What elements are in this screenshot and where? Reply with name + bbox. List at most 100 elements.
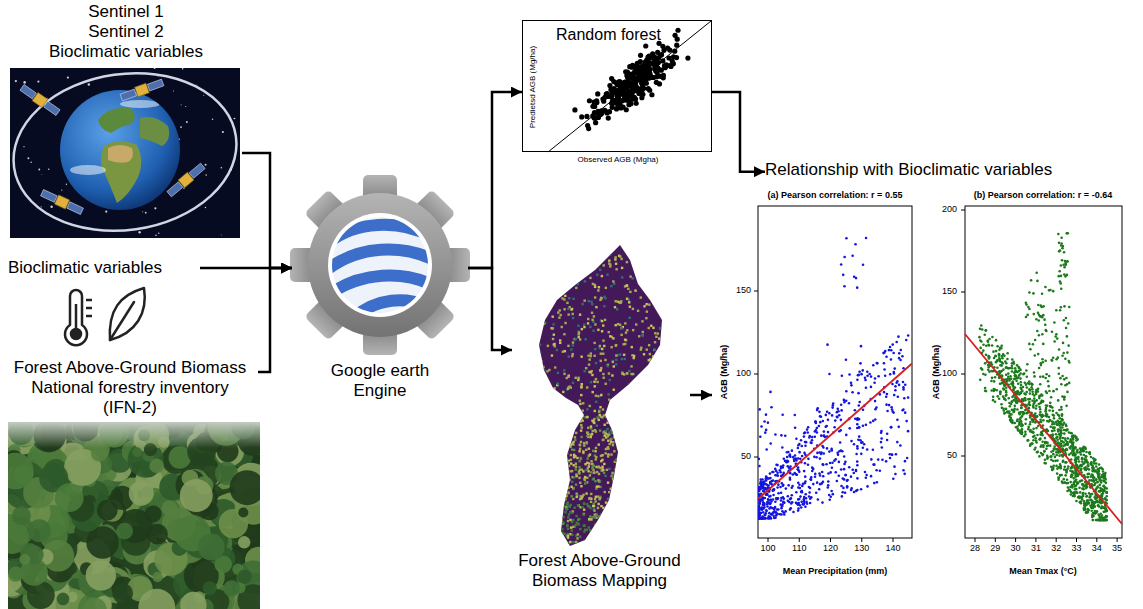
map-pixels <box>582 506 584 508</box>
map-pixels <box>596 522 598 524</box>
star-field <box>154 68 156 69</box>
map-pixels <box>597 329 599 331</box>
map-pixels <box>545 438 547 440</box>
forest-canopy <box>149 459 164 474</box>
map-pixels <box>576 251 578 253</box>
map-pixels <box>621 425 623 427</box>
map-pixels <box>607 418 609 420</box>
map-pixels <box>561 486 563 488</box>
map-pixels <box>548 420 550 422</box>
map-pixels <box>608 524 610 526</box>
map-pixels <box>654 246 656 248</box>
map-pixels <box>539 368 541 370</box>
map-pixels <box>608 262 610 264</box>
map-pixels <box>615 363 617 365</box>
map-pixels <box>656 473 658 475</box>
map-pixels <box>547 430 549 432</box>
map-pixels <box>623 428 625 430</box>
forest-canopy <box>161 445 190 474</box>
map-pixels <box>612 444 614 446</box>
map-pixels <box>542 366 544 368</box>
map-pixels <box>648 327 650 329</box>
map-pixels <box>638 271 640 273</box>
map-pixels <box>545 444 547 446</box>
map-pixels <box>556 453 558 455</box>
map-pixels <box>580 429 582 431</box>
map-pixels <box>642 487 644 489</box>
map-pixels <box>542 520 544 522</box>
star-field <box>222 131 224 133</box>
map-pixels <box>629 523 631 525</box>
map-pixels <box>660 505 662 507</box>
map-pixels <box>601 539 603 541</box>
map-pixels <box>599 516 601 518</box>
map-pixels <box>570 404 572 406</box>
map-pixels <box>631 277 633 279</box>
map-pixels <box>617 490 619 492</box>
map-pixels <box>547 484 549 486</box>
map-pixels <box>654 299 656 301</box>
map-pixels <box>658 418 660 420</box>
map-pixels <box>593 355 595 357</box>
map-pixels <box>620 427 622 429</box>
map-pixels <box>636 530 638 532</box>
map-pixels <box>631 436 633 438</box>
map-pixels <box>630 445 632 447</box>
map-pixels <box>653 509 655 511</box>
map-pixels <box>583 246 585 248</box>
map-pixels <box>608 372 610 374</box>
map-pixels <box>568 258 570 260</box>
map-pixels <box>663 447 665 449</box>
star-field <box>37 80 39 82</box>
map-pixels <box>555 414 557 416</box>
map-pixels <box>606 542 608 544</box>
map-pixels <box>612 441 614 443</box>
map-pixels <box>611 427 613 429</box>
star-field <box>41 206 42 207</box>
map-pixels <box>551 502 553 504</box>
map-pixels <box>563 447 565 449</box>
map-pixels <box>630 472 632 474</box>
map-pixels <box>552 440 554 442</box>
map-pixels <box>617 508 619 510</box>
map-pixels <box>556 295 558 297</box>
map-pixels <box>640 491 642 493</box>
map-pixels <box>624 430 626 432</box>
map-pixels <box>650 489 652 491</box>
map-pixels <box>558 489 560 491</box>
map-pixels <box>555 419 557 421</box>
map-pixels <box>550 522 552 524</box>
map-pixels <box>541 321 543 323</box>
forest-canopy <box>86 526 118 558</box>
map-pixels <box>577 504 579 506</box>
map-pixels <box>654 357 656 359</box>
map-pixels <box>587 354 589 356</box>
forest-canopy <box>129 481 154 506</box>
map-pixels <box>599 536 601 538</box>
map-pixels <box>553 410 555 412</box>
map-pixels <box>575 280 577 282</box>
map-pixels <box>599 345 601 347</box>
map-pixels <box>601 531 603 533</box>
map-pixels <box>566 504 568 506</box>
map-pixels <box>629 427 631 429</box>
star-field <box>23 81 26 84</box>
map-pixels <box>569 435 571 437</box>
map-pixels <box>559 489 561 491</box>
map-pixels <box>572 298 574 300</box>
map-pixels <box>660 404 662 406</box>
map-pixels <box>657 308 659 310</box>
forest-canopy <box>198 534 225 561</box>
map-pixels <box>592 478 594 480</box>
forest-canopy <box>238 507 248 517</box>
map-pixels <box>544 541 546 543</box>
map-pixels <box>642 334 644 336</box>
map-pixels <box>601 532 603 534</box>
map-pixels <box>609 537 611 539</box>
map-pixels <box>658 355 660 357</box>
map-pixels <box>555 544 557 546</box>
map-pixels <box>648 252 650 254</box>
map-pixels <box>595 378 597 380</box>
map-pixels <box>637 275 639 277</box>
map-pixels <box>624 426 626 428</box>
